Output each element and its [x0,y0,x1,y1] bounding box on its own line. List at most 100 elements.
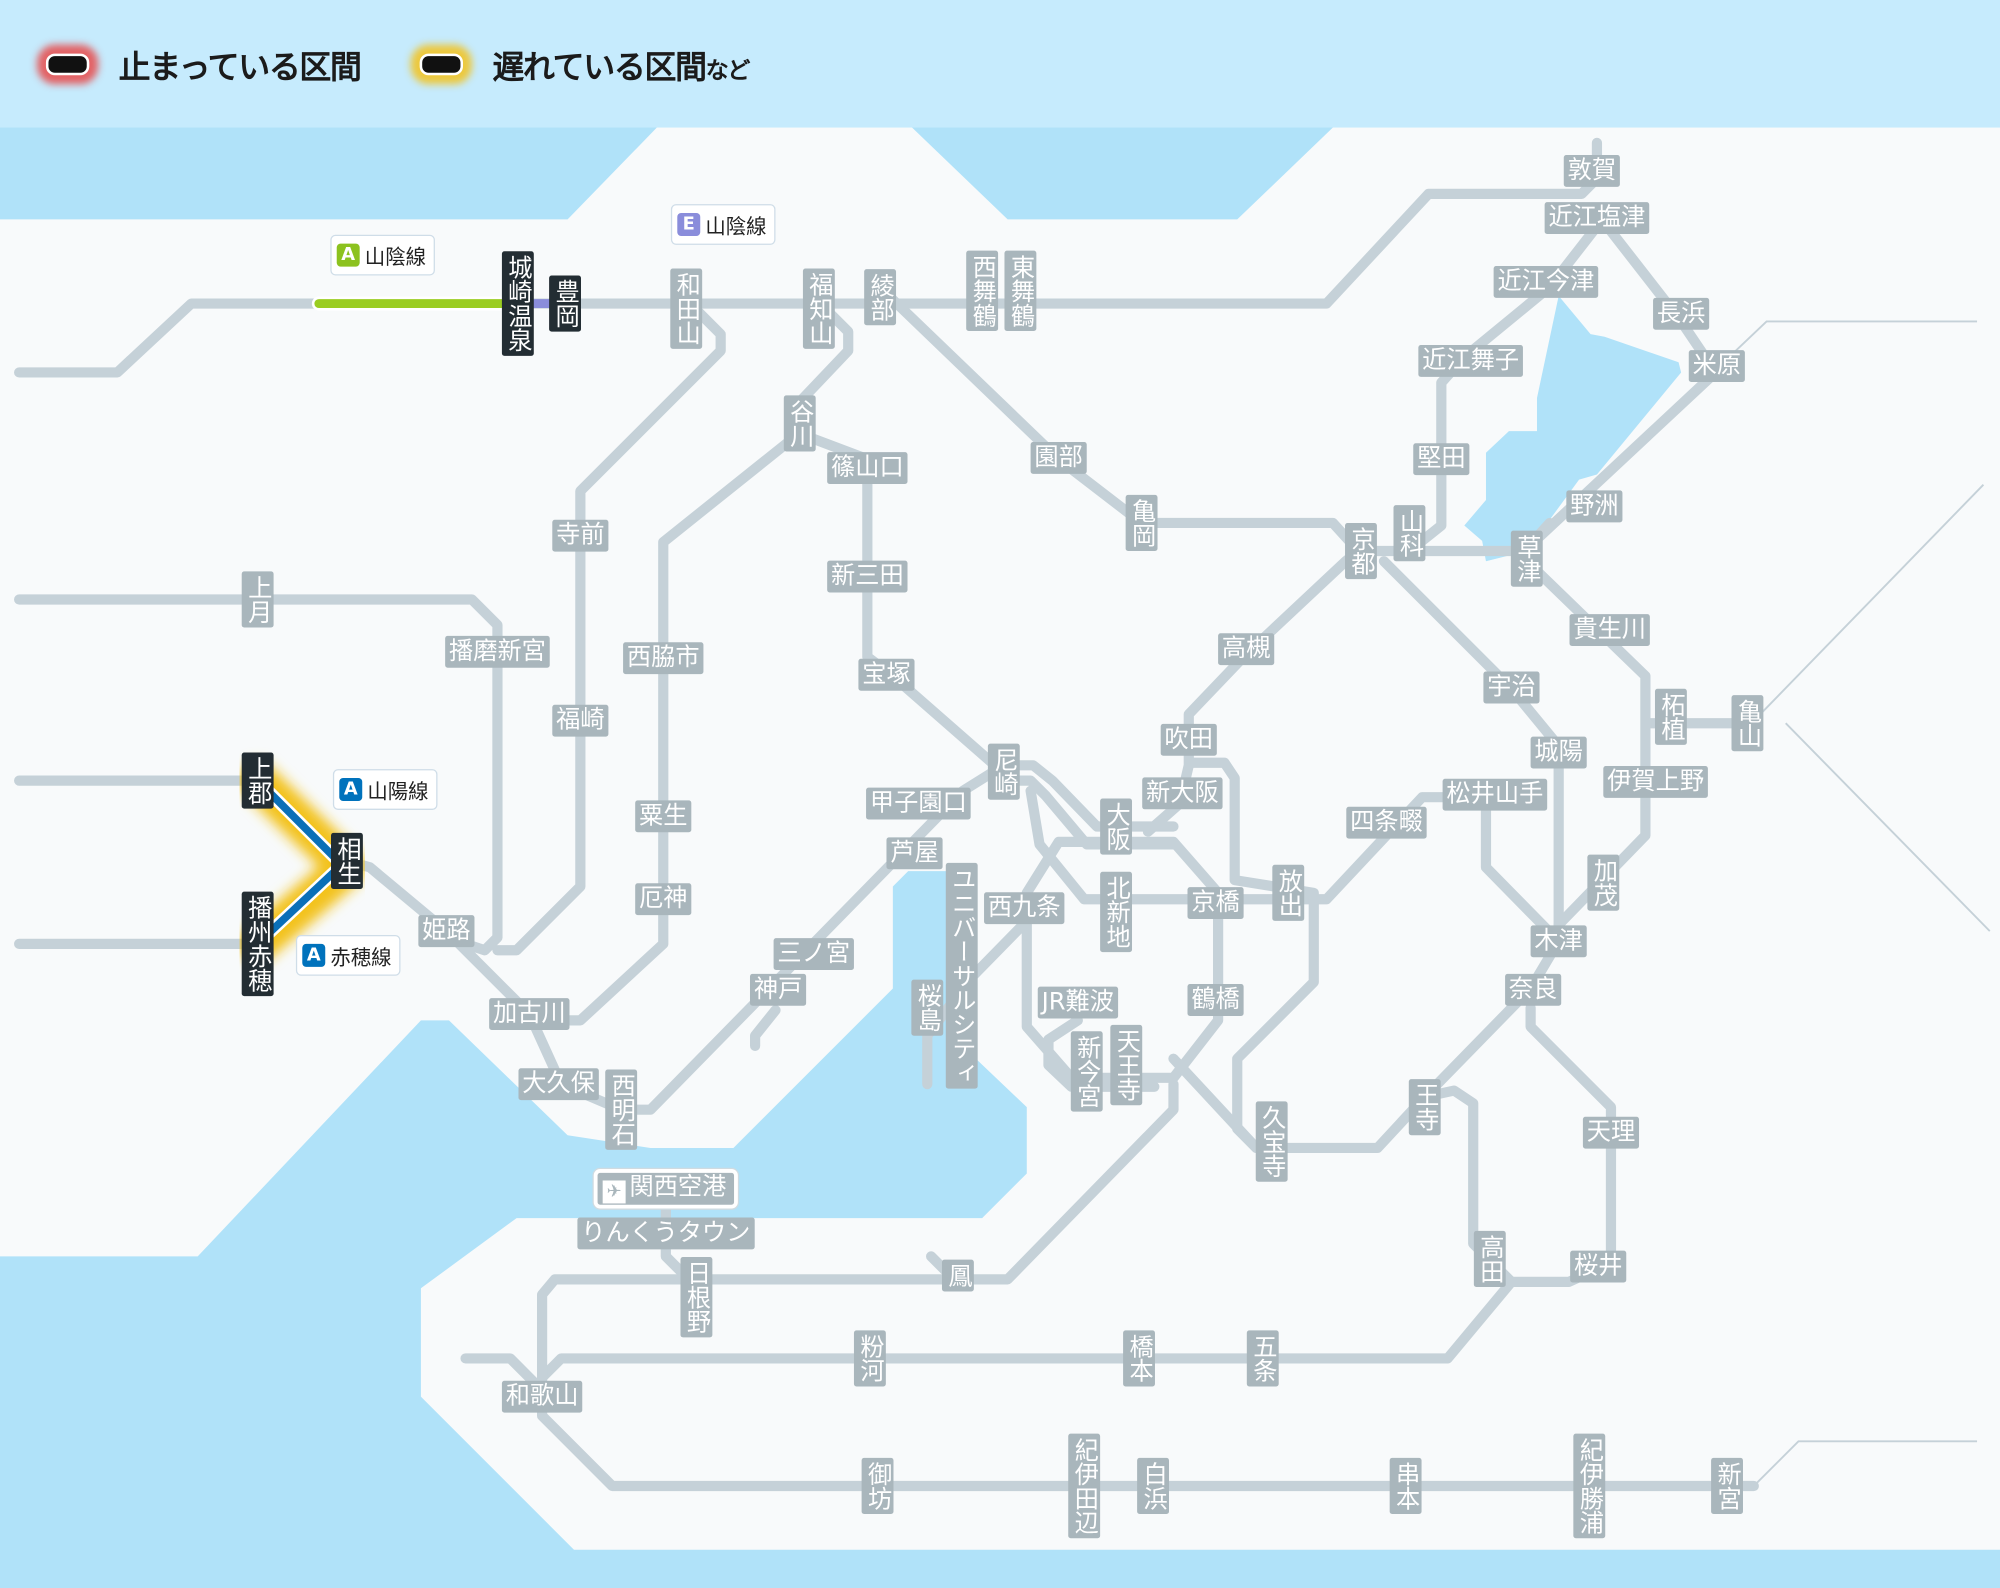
station-shinsanda[interactable]: 新三田 [827,560,908,593]
station-kusatsu[interactable]: 草津 [1510,530,1543,587]
station-kyoto[interactable]: 京都 [1345,522,1377,580]
station-tsuruhashi[interactable]: 鶴橋 [1187,984,1244,1016]
station-kiikatsuura[interactable]: 紀伊勝浦 [1573,1433,1606,1539]
station-kansaiairport[interactable]: ✈関西空港 [593,1169,738,1209]
station-igaueno[interactable]: 伊賀上野 [1603,765,1708,798]
station-fukuchiyama[interactable]: 福知山 [802,268,835,349]
station-omishiotsu[interactable]: 近江塩津 [1544,202,1650,235]
station-shingu[interactable]: 新宮 [1711,1457,1743,1515]
station-okubo[interactable]: 大久保 [518,1068,599,1101]
station-nagahama[interactable]: 長浜 [1653,297,1710,330]
station-sakurai[interactable]: 桜井 [1570,1250,1627,1283]
station-maibara[interactable]: 米原 [1688,350,1745,383]
station-yamashina[interactable]: 山科 [1393,505,1426,562]
station-takada[interactable]: 高田 [1473,1230,1506,1287]
station-toyooka[interactable]: 豊岡 [549,275,581,332]
station-uji[interactable]: 宇治 [1483,671,1540,704]
line-letter-icon: A [339,778,363,802]
station-name: 堅田 [1417,444,1466,473]
station-tanikawa[interactable]: 谷川 [783,395,816,452]
station-kibukawa[interactable]: 貴生川 [1569,614,1650,647]
station-universalcity[interactable]: ユニバーサルシティ [945,862,978,1089]
station-higashimaizuru[interactable]: 東舞鶴 [1004,250,1037,331]
station-name: 西明石 [607,1073,636,1147]
station-sakurajima[interactable]: 桜島 [911,979,944,1036]
station-sannomiya[interactable]: 三ノ宮 [773,938,854,971]
station-kushimoto[interactable]: 串本 [1389,1457,1422,1515]
station-joyo[interactable]: 城陽 [1530,736,1587,769]
station-ashiya[interactable]: 芦屋 [886,837,943,870]
station-aioi[interactable]: 相生 [330,832,363,890]
station-kyobashi[interactable]: 京橋 [1187,887,1244,920]
station-sonobe[interactable]: 園部 [1030,441,1087,474]
line-badge-sanyo[interactable]: A 山陽線 [332,769,438,810]
station-rinkutown[interactable]: りんくうタウン [577,1217,755,1250]
station-nishiakashi[interactable]: 西明石 [605,1069,638,1150]
station-wakayama[interactable]: 和歌山 [501,1380,583,1413]
station-takatsuki[interactable]: 高槻 [1218,633,1275,666]
station-hineno[interactable]: 日根野 [680,1257,713,1338]
station-kinosakionsen[interactable]: 城崎温泉 [501,251,534,356]
station-kameoka[interactable]: 亀岡 [1125,494,1158,552]
station-shinimamiya[interactable]: 新今宮 [1070,1031,1103,1112]
station-hanaten[interactable]: 放出 [1272,864,1305,921]
station-kokawa[interactable]: 粉河 [853,1330,886,1387]
station-kamigori[interactable]: 上郡 [241,752,274,809]
station-name: 鳳 [944,1263,973,1288]
station-tenri[interactable]: 天理 [1582,1116,1640,1149]
station-tsuruga[interactable]: 敦賀 [1563,154,1620,187]
station-teramae[interactable]: 寺前 [552,519,609,552]
station-banshuako[interactable]: 播州赤穂 [241,891,274,997]
station-osaka[interactable]: 大阪 [1100,798,1133,855]
station-ao[interactable]: 粟生 [635,800,692,833]
line-name: 山陽線 [367,779,429,804]
station-kiitanabe[interactable]: 紀伊田辺 [1068,1433,1101,1539]
station-kobe[interactable]: 神戸 [749,973,807,1006]
station-kyuhoji[interactable]: 久宝寺 [1255,1101,1288,1182]
line-badge-ako[interactable]: A 赤穂線 [295,934,401,976]
line-badge-sanin-a[interactable]: A 山陰線 [330,234,435,276]
station-kameyama[interactable]: 亀山 [1731,695,1764,752]
station-fukusaki[interactable]: 福崎 [552,704,609,737]
line-badge-sanin-e[interactable]: E 山陰線 [670,204,776,245]
station-name: 京橋 [1191,888,1240,917]
station-nishikujo[interactable]: 西九条 [984,892,1065,925]
station-kitashinchi[interactable]: 北新地 [1100,871,1133,953]
station-omiimazu[interactable]: 近江今津 [1493,265,1599,298]
station-sasayamaguchi[interactable]: 篠山口 [827,452,908,485]
station-amagasaki[interactable]: 尼崎 [987,743,1020,800]
station-shinosaka[interactable]: 新大阪 [1142,777,1223,810]
station-takarazuka[interactable]: 宝塚 [858,658,915,691]
station-name: 加茂 [1589,858,1618,907]
station-tsuge[interactable]: 柘植 [1654,688,1687,745]
lake-biwa [1464,295,1682,562]
station-matsuiyamate[interactable]: 松井山手 [1442,778,1548,811]
station-gobo[interactable]: 御坊 [861,1457,894,1515]
station-nara[interactable]: 奈良 [1505,973,1562,1006]
station-harimashingu[interactable]: 播磨新宮 [445,635,550,668]
station-kamo[interactable]: 加茂 [1587,854,1620,911]
station-suita[interactable]: 吹田 [1160,723,1217,756]
station-nishiwakishi[interactable]: 西脇市 [623,642,704,675]
station-yasu[interactable]: 野洲 [1566,490,1623,523]
station-jrnamba[interactable]: JR難波 [1037,986,1118,1019]
station-hashimoto[interactable]: 橋本 [1123,1330,1155,1387]
station-koshienguchi[interactable]: 甲子園口 [866,787,971,820]
station-yakujin[interactable]: 厄神 [635,883,692,916]
station-nishimaizuru[interactable]: 西舞鶴 [966,250,999,331]
station-kozuki[interactable]: 上月 [241,571,274,628]
station-katata[interactable]: 堅田 [1413,443,1470,476]
station-ayabe[interactable]: 綾部 [864,269,897,326]
station-shirahama[interactable]: 白浜 [1137,1457,1170,1515]
station-kizu[interactable]: 木津 [1530,925,1587,958]
station-name: 五条 [1249,1334,1278,1383]
station-omimaiko[interactable]: 近江舞子 [1418,345,1523,377]
station-otori[interactable]: 鳳 [941,1259,974,1292]
station-shijonawate[interactable]: 四条畷 [1346,806,1427,839]
station-oji[interactable]: 王寺 [1408,1079,1441,1136]
station-wadayama[interactable]: 和田山 [670,268,703,349]
station-himeji[interactable]: 姫路 [418,915,475,948]
station-kakogawa[interactable]: 加古川 [489,998,570,1030]
station-tennoji[interactable]: 天王寺 [1110,1024,1143,1106]
station-gojo[interactable]: 五条 [1246,1330,1279,1387]
